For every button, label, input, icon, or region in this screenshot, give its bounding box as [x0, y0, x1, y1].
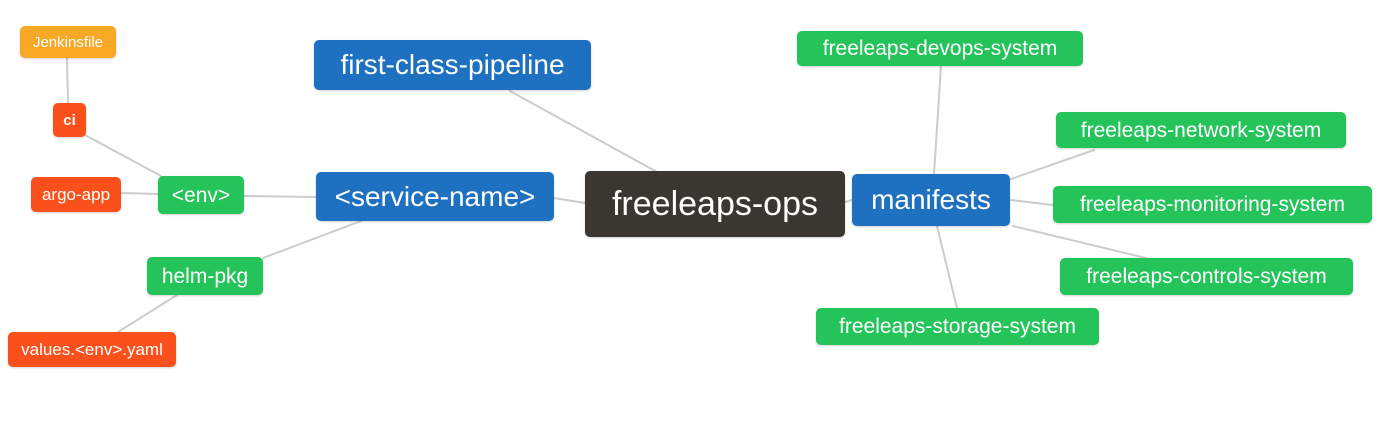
edge-service-name-to-freeleaps-ops — [553, 197, 586, 204]
edge-jenkinsfile-to-ci — [66, 57, 69, 104]
edge-manifests-to-freeleaps-devops-system — [933, 65, 942, 175]
edge-freeleaps-ops-to-manifests — [844, 199, 853, 203]
edge-manifests-to-freeleaps-storage-system — [936, 225, 958, 309]
node-env[interactable]: <env> — [158, 176, 244, 214]
node-ci[interactable]: ci — [53, 103, 86, 137]
edge-ci-to-env — [84, 134, 162, 177]
node-helm-pkg[interactable]: helm-pkg — [147, 257, 263, 295]
node-freeleaps-devops-system[interactable]: freeleaps-devops-system — [797, 31, 1083, 66]
edge-argo-app-to-env — [120, 192, 159, 195]
node-freeleaps-storage-system[interactable]: freeleaps-storage-system — [816, 308, 1099, 345]
node-freeleaps-monitoring-system[interactable]: freeleaps-monitoring-system — [1053, 186, 1372, 223]
edge-manifests-to-freeleaps-controls-system — [1012, 225, 1147, 259]
node-first-class-pipeline[interactable]: first-class-pipeline — [314, 40, 591, 90]
edge-manifests-to-freeleaps-network-system — [1010, 149, 1095, 180]
edge-first-class-pipeline-to-freeleaps-ops — [509, 90, 658, 173]
edge-manifests-to-freeleaps-monitoring-system — [1010, 199, 1054, 206]
node-freeleaps-network-system[interactable]: freeleaps-network-system — [1056, 112, 1346, 148]
edge-helm-pkg-to-values-env-yaml — [117, 294, 178, 333]
edge-service-name-to-helm-pkg — [262, 220, 362, 259]
node-manifests[interactable]: manifests — [852, 174, 1010, 226]
node-argo-app[interactable]: argo-app — [31, 177, 121, 212]
edge-env-to-service-name — [243, 195, 317, 198]
node-values-env-yaml[interactable]: values.<env>.yaml — [8, 332, 176, 367]
node-freeleaps-controls-system[interactable]: freeleaps-controls-system — [1060, 258, 1353, 295]
node-freeleaps-ops[interactable]: freeleaps-ops — [585, 171, 845, 237]
node-jenkinsfile[interactable]: Jenkinsfile — [20, 26, 116, 58]
node-service-name[interactable]: <service-name> — [316, 172, 554, 221]
